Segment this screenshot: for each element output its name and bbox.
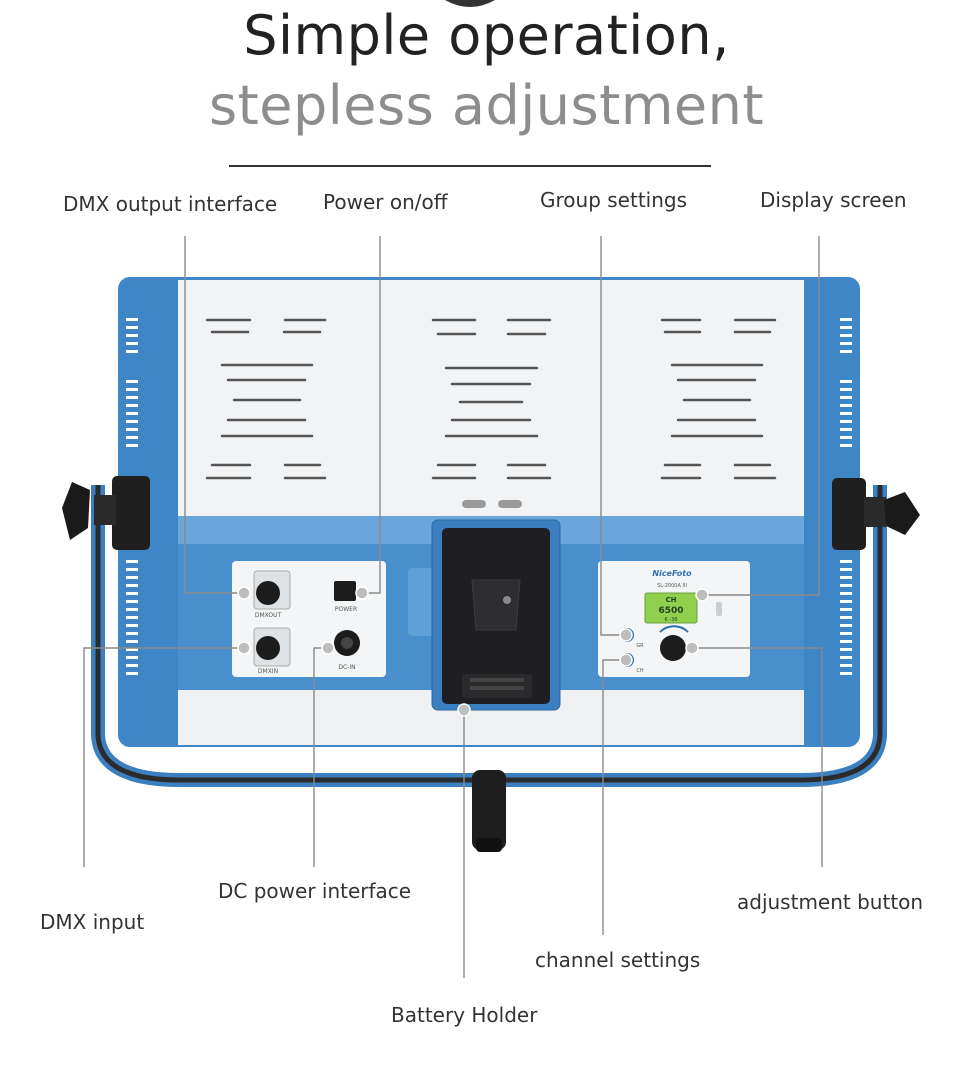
label-dc-power: DC power interface (218, 879, 412, 903)
label-dmx-output: DMX output interface (63, 192, 278, 216)
brand-label: NiceFoto (652, 569, 692, 578)
page-subtitle: stepless adjustment (208, 74, 765, 137)
callout-dots (237, 586, 709, 717)
battery-holder-plate (408, 519, 561, 711)
yoke-bracket (91, 485, 887, 852)
model-label: SL-2000A III (657, 583, 687, 589)
dmx-in-port-label: DMXIN (258, 668, 278, 675)
connector-panel (232, 561, 386, 677)
label-group-settings: Group settings (540, 188, 688, 212)
left-handle-knob (62, 476, 150, 550)
mount-spigot (472, 770, 506, 850)
power-switch-label: POWER (335, 606, 357, 613)
channel-button-label: CH (636, 668, 643, 674)
right-handle-knob (832, 478, 920, 550)
lcd-line1: CH (666, 596, 677, 604)
label-channel-settings: channel settings (535, 948, 701, 972)
label-power: Power on/off (323, 190, 448, 214)
right-vents (840, 318, 852, 675)
label-battery-holder: Battery Holder (391, 1003, 538, 1027)
dmx-out-connector (256, 581, 280, 605)
group-button-label: GR (636, 643, 644, 649)
label-dmx-input: DMX input (40, 910, 145, 934)
left-vents (126, 318, 138, 675)
label-display-screen: Display screen (760, 188, 907, 212)
latch-right (498, 500, 522, 508)
power-switch (334, 581, 356, 601)
page-title: Simple operation, (243, 4, 730, 67)
latch-left (462, 500, 486, 508)
dmx-out-port-label: DMXOUT (255, 612, 282, 619)
label-adjustment-button: adjustment button (737, 890, 924, 914)
dc-port-label: DC-IN (338, 664, 355, 671)
lcd-line3: K -36 (664, 617, 677, 623)
top-knob (445, 0, 495, 7)
adjustment-knob (660, 635, 686, 661)
lcd-line2: 6500 (658, 606, 683, 616)
dmx-in-connector (256, 636, 280, 660)
top-vent-slots (205, 318, 777, 480)
lcd-display (644, 592, 698, 624)
title-divider (229, 165, 711, 167)
